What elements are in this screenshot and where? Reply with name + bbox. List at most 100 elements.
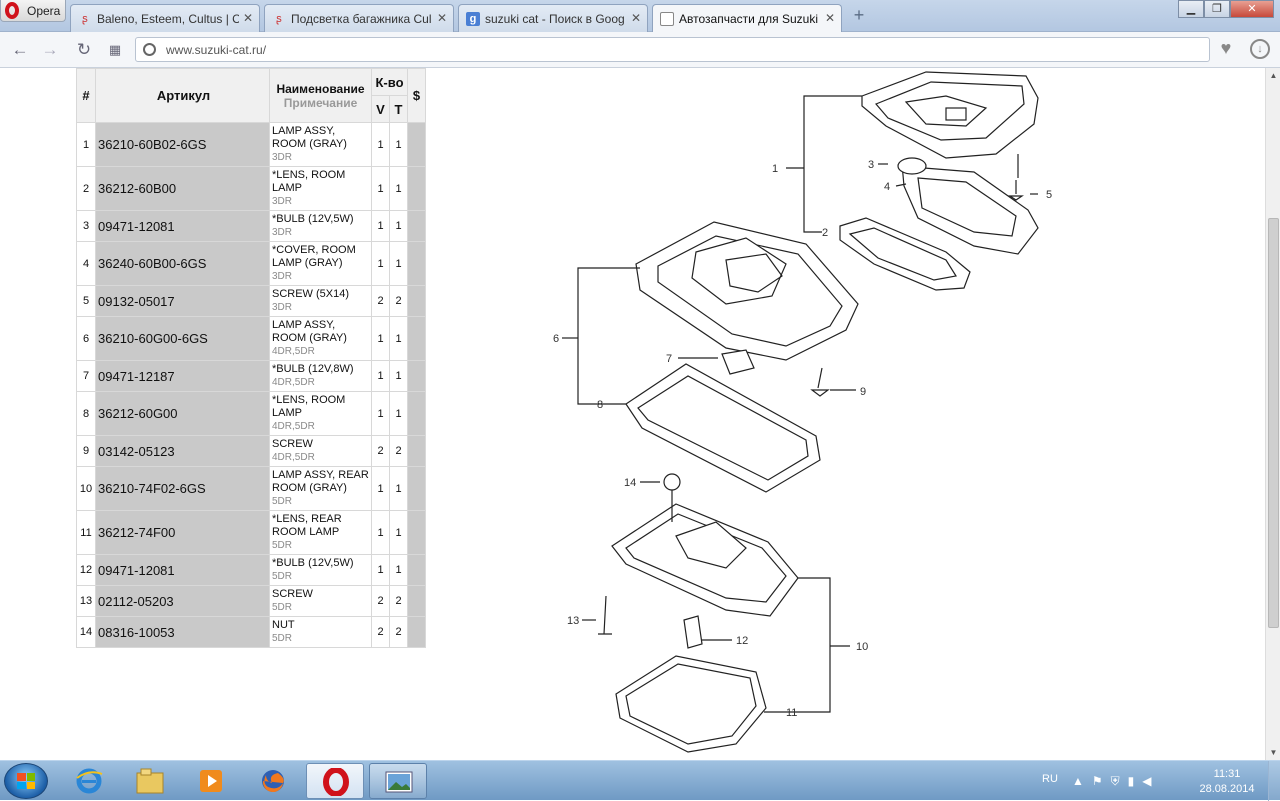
article-cell[interactable]: 09471-12081: [95, 554, 270, 586]
show-desktop-button[interactable]: [1268, 761, 1280, 801]
qty-t-cell: 2: [389, 435, 408, 467]
scroll-thumb[interactable]: [1268, 218, 1279, 628]
taskbar-picture-viewer[interactable]: [369, 763, 427, 799]
close-window-button[interactable]: ✕: [1230, 0, 1274, 18]
name-cell: LAMP ASSY, ROOM (GRAY)4DR,5DR: [269, 316, 372, 361]
tab-google-search[interactable]: g suzuki cat - Поиск в Goog ✕: [458, 4, 648, 32]
article-cell[interactable]: 09132-05017: [95, 285, 270, 317]
taskbar-opera[interactable]: [306, 763, 364, 799]
navigation-bar: ← → ↻ ▦ www.suzuki-cat.ru/: [0, 32, 1280, 68]
system-tray-icons[interactable]: ▲⚑⛨▮◀: [1072, 774, 1160, 789]
name-cell: LAMP ASSY, REAR ROOM (GRAY)5DR: [269, 466, 372, 511]
start-button[interactable]: [4, 763, 48, 799]
url-text: www.suzuki-cat.ru/: [166, 43, 267, 57]
row-number: 11: [76, 510, 96, 555]
taskbar-internet-explorer[interactable]: [60, 763, 118, 799]
action-center-flag-icon[interactable]: ⚑: [1091, 774, 1111, 788]
col-header-qty: К-во: [371, 68, 408, 96]
row-number: 8: [76, 391, 96, 436]
minimize-button[interactable]: ▁: [1178, 0, 1204, 18]
reload-icon[interactable]: ↻: [76, 40, 92, 59]
price-cell: [407, 285, 426, 317]
part-note: 3DR: [272, 152, 293, 163]
window-controls: ▁ ❐ ✕: [1178, 0, 1274, 18]
row-number: 10: [76, 466, 96, 511]
row-number: 14: [76, 616, 96, 648]
network-signal-icon[interactable]: ▮: [1127, 774, 1143, 788]
qty-v-cell: 2: [371, 435, 390, 467]
taskbar-file-explorer[interactable]: [121, 763, 179, 799]
qty-v-cell: 1: [371, 210, 390, 242]
security-icon[interactable]: ⛨: [1110, 774, 1128, 788]
article-cell[interactable]: 36212-74F00: [95, 510, 270, 555]
callout-7: 7: [666, 353, 672, 365]
scroll-down-icon[interactable]: ▼: [1269, 748, 1278, 757]
internet-explorer-icon: [76, 768, 103, 794]
row-number: 4: [76, 241, 96, 286]
address-field[interactable]: www.suzuki-cat.ru/: [135, 37, 1210, 62]
language-indicator[interactable]: RU: [1042, 773, 1058, 785]
stash-heart-icon[interactable]: ♥: [1220, 38, 1232, 58]
qty-t-cell: 1: [389, 510, 408, 555]
part-name: *BULB (12V,8W): [272, 363, 354, 375]
tab-suzuki-cat[interactable]: Автозапчасти для Suzuki В ✕: [652, 4, 842, 33]
close-icon[interactable]: ✕: [824, 11, 835, 25]
back-arrow-icon[interactable]: ←: [11, 40, 29, 59]
vertical-scrollbar[interactable]: ▲ ▼: [1265, 68, 1280, 760]
article-cell[interactable]: 09471-12081: [95, 210, 270, 242]
close-icon[interactable]: ✕: [242, 11, 253, 25]
tab-baleno[interactable]: ʂ Baleno, Esteem, Cultus | Су ✕: [70, 4, 260, 32]
article-cell[interactable]: 36240-60B00-6GS: [95, 241, 270, 286]
article-cell[interactable]: 36210-60B02-6GS: [95, 122, 270, 167]
qty-t-cell: 1: [389, 166, 408, 211]
name-cell: SCREW (5X14)3DR: [269, 285, 372, 317]
article-cell[interactable]: 09471-12187: [95, 360, 270, 392]
part-name: LAMP ASSY, ROOM (GRAY): [272, 319, 347, 344]
forward-arrow-icon[interactable]: →: [41, 40, 59, 59]
price-cell: [407, 166, 426, 211]
close-icon[interactable]: ✕: [630, 11, 641, 25]
lamp-assy-4dr-drawing: [625, 221, 859, 493]
opera-menu-button[interactable]: Opera: [0, 0, 66, 22]
article-cell[interactable]: 03142-05123: [95, 435, 270, 467]
media-player-icon: [200, 770, 222, 792]
row-number: 12: [76, 554, 96, 586]
downloads-icon[interactable]: ↓: [1250, 39, 1270, 59]
close-icon[interactable]: ✕: [436, 11, 447, 25]
show-hidden-icons-icon[interactable]: ▲: [1072, 774, 1092, 788]
taskbar-media-player[interactable]: [182, 763, 240, 799]
part-name: *BULB (12V,5W): [272, 213, 354, 225]
qty-t-cell: 2: [389, 616, 408, 648]
tab-podsvetka[interactable]: ʂ Подсветка багажника Cul ✕: [264, 4, 454, 32]
callout-14: 14: [624, 477, 636, 489]
article-cell[interactable]: 36210-74F02-6GS: [95, 466, 270, 511]
article-cell[interactable]: 36210-60G00-6GS: [95, 316, 270, 361]
article-cell[interactable]: 02112-05203: [95, 585, 270, 617]
volume-icon[interactable]: ◀: [1142, 774, 1160, 788]
price-cell: [407, 316, 426, 361]
restore-button[interactable]: ❐: [1204, 0, 1230, 18]
tab-title: suzuki cat - Поиск в Goog: [485, 12, 625, 26]
speed-dial-grid-icon[interactable]: ▦: [108, 42, 122, 57]
article-cell[interactable]: 36212-60B00: [95, 166, 270, 211]
callout-12: 12: [736, 635, 748, 647]
picture-viewer-icon: [385, 771, 413, 793]
clock[interactable]: 11:31 28.08.2014: [1196, 767, 1258, 797]
article-cell[interactable]: 08316-10053: [95, 616, 270, 648]
new-tab-button[interactable]: +: [853, 5, 865, 25]
part-note: 4DR,5DR: [272, 421, 315, 432]
taskbar-firefox[interactable]: [244, 763, 302, 799]
col-header-v: V: [371, 95, 390, 123]
scroll-up-icon[interactable]: ▲: [1269, 71, 1278, 80]
qty-t-cell: 2: [389, 285, 408, 317]
part-name: LAMP ASSY, ROOM (GRAY): [272, 125, 347, 150]
article-cell[interactable]: 36212-60G00: [95, 391, 270, 436]
clock-time: 11:31: [1213, 768, 1241, 780]
qty-v-cell: 1: [371, 466, 390, 511]
